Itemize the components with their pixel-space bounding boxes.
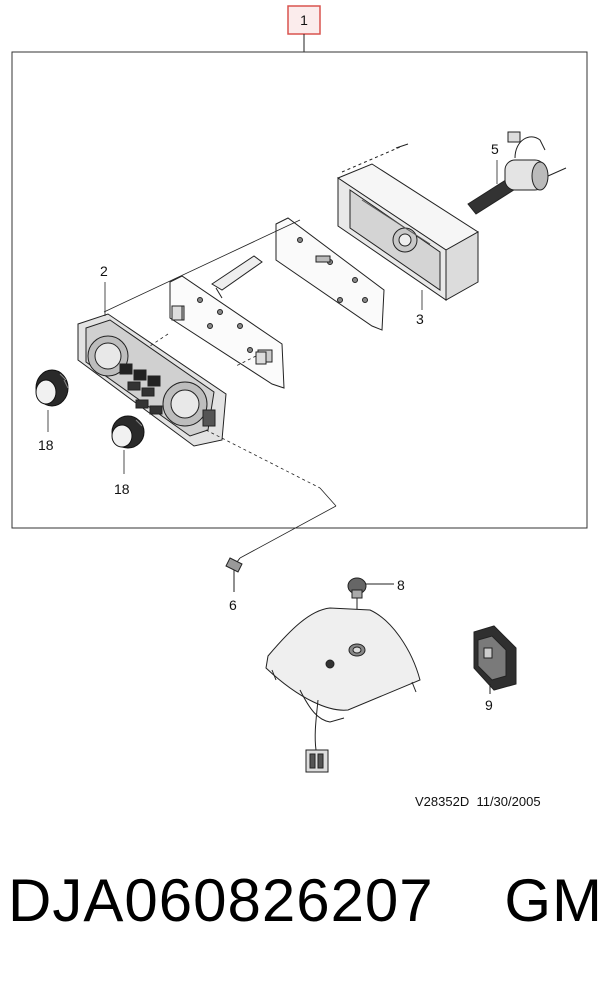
ribbon-cable — [211, 255, 263, 299]
knob-part-18-right — [111, 415, 145, 449]
reference-date: 11/30/2005 — [476, 794, 541, 809]
callout-9: 9 — [485, 697, 493, 713]
callout-8: 8 — [397, 577, 405, 593]
housing-part-3 — [336, 163, 479, 301]
callout-18-left: 18 — [38, 437, 54, 453]
diagram-reference: V28352D 11/30/2005 — [415, 794, 541, 809]
brand: GM — [504, 867, 600, 934]
callout-3: 3 — [416, 311, 424, 327]
circuit-board-rear — [275, 217, 385, 331]
cover-panel — [265, 607, 421, 773]
callout-5: 5 — [491, 141, 499, 157]
knob-part-18-left — [35, 369, 69, 407]
screw-top — [341, 143, 409, 173]
screw-part-6 — [225, 557, 243, 592]
reference-code: V28352D — [415, 794, 470, 809]
leader-lines — [47, 160, 498, 559]
board-bolts — [171, 305, 267, 365]
callout-18-right: 18 — [114, 481, 130, 497]
switch-part-9 — [473, 625, 517, 694]
actuator-part-5 — [467, 131, 567, 215]
main-callout: 1 — [287, 5, 321, 52]
part-number: DJA060826207 — [8, 867, 434, 934]
assembly-frame — [11, 51, 588, 529]
callout-6: 6 — [229, 597, 237, 613]
callout-2: 2 — [100, 263, 108, 279]
control-panel-part-2 — [77, 313, 227, 447]
callout-1: 1 — [300, 12, 308, 28]
part-number-line: DJA060826207 GM — [8, 866, 600, 935]
